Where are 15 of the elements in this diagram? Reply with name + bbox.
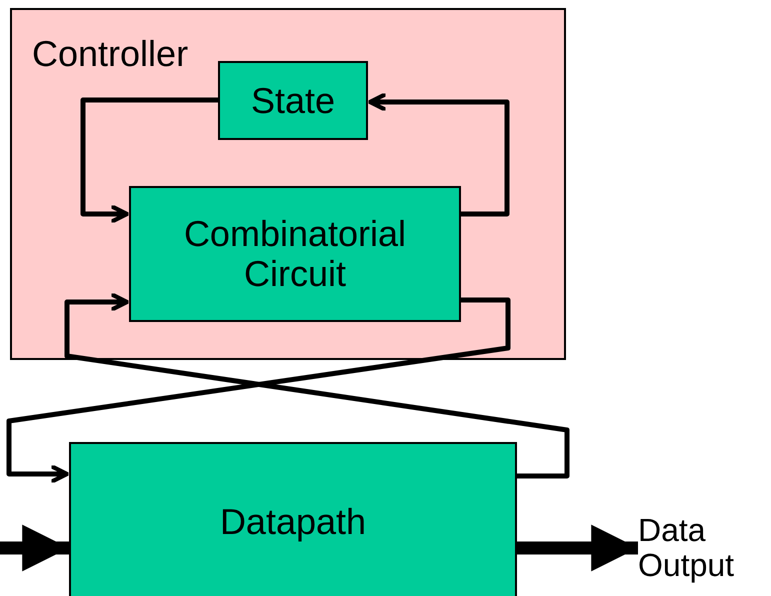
arrow <box>80 98 218 224</box>
box-label: Combinatorial Circuit <box>182 214 408 294</box>
arrow <box>64 292 570 478</box>
thick-arrow <box>0 524 69 572</box>
process-box <box>129 186 461 322</box>
thick-arrow <box>517 524 638 572</box>
box-label: State <box>250 80 336 120</box>
arrow <box>6 298 510 484</box>
process-box <box>218 61 368 140</box>
group-heading: Controller <box>32 34 188 74</box>
arrow <box>368 92 510 216</box>
group-box <box>10 8 566 360</box>
process-box <box>69 442 517 596</box>
box-label: Datapath <box>220 502 366 542</box>
output-label: Data Output <box>638 512 736 584</box>
